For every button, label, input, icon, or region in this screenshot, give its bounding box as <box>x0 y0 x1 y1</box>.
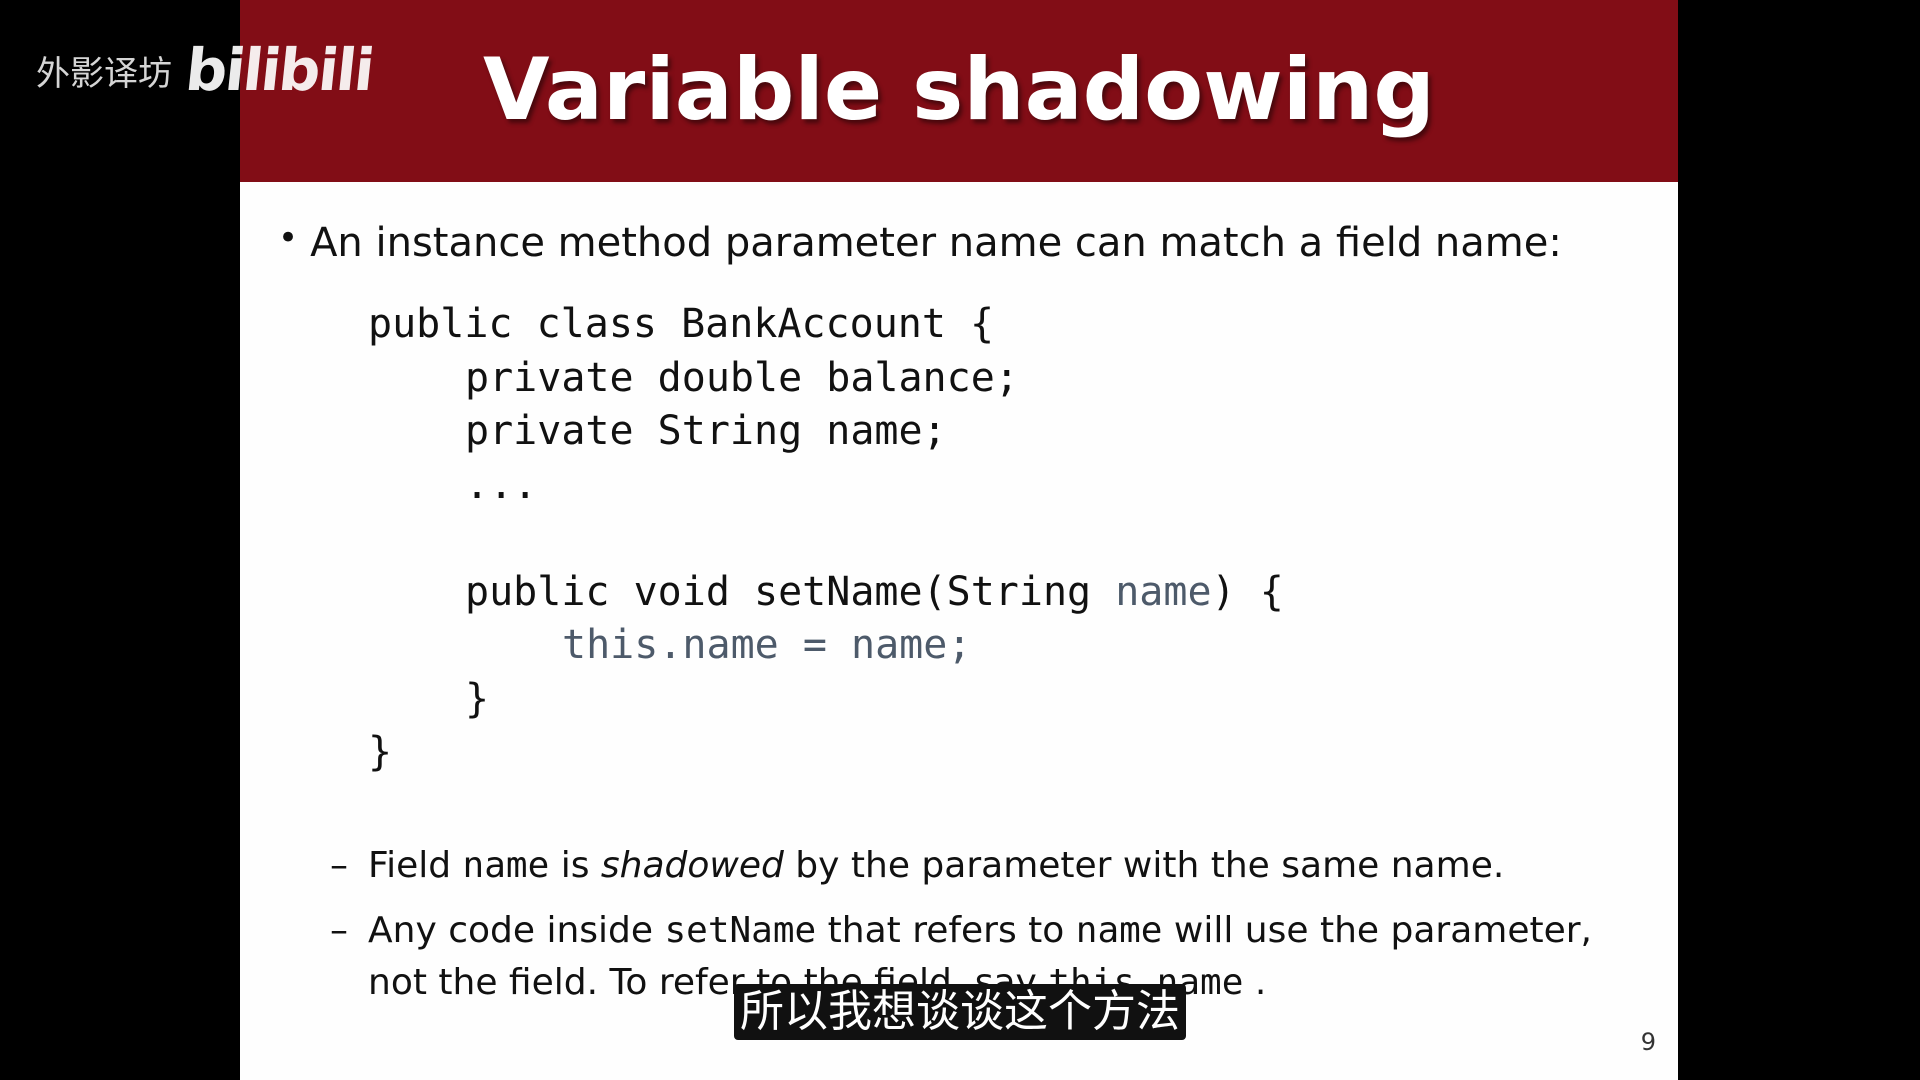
code-block: public class BankAccount { private doubl… <box>368 298 1284 780</box>
sub-bullet-1: – Field name is shadowed by the paramete… <box>330 840 1608 892</box>
text-segment: that refers to <box>816 910 1076 951</box>
text-segment: . <box>1243 962 1267 1003</box>
subtitle-text: 所以我想谈谈这个方法 <box>734 984 1186 1040</box>
watermark-text: 外影译坊 <box>36 53 172 94</box>
text-segment: Field <box>368 845 463 886</box>
inline-code: name <box>462 845 550 886</box>
code-line: ... <box>465 461 538 508</box>
sub-bullet-2: – Any code inside setName that refers to… <box>330 905 1608 1009</box>
sub-bullet-text: Any code inside setName that refers to n… <box>368 905 1608 1009</box>
code-line: } <box>368 729 393 775</box>
code-line-highlight: this.name = name; <box>562 622 972 668</box>
bilibili-logo: bilibili <box>182 36 376 104</box>
code-line: } <box>465 675 490 722</box>
main-bullet: • An instance method parameter name can … <box>278 218 1562 268</box>
text-segment: Any code inside <box>368 910 665 951</box>
slide: Variable shadowing • An instance method … <box>240 0 1678 1080</box>
slide-title: Variable shadowing <box>483 40 1435 140</box>
code-line: public class BankAccount { <box>368 301 995 347</box>
inline-code: setName <box>664 910 817 951</box>
title-bar: Variable shadowing <box>240 0 1678 182</box>
page-number: 9 <box>1640 1028 1656 1056</box>
video-subtitle: 所以我想谈谈这个方法 <box>0 984 1920 1040</box>
text-segment: by the parameter with the same name. <box>783 845 1505 886</box>
code-line: private double balance; <box>465 354 1019 401</box>
emphasis-text: shadowed <box>600 845 784 886</box>
code-segment: ) { <box>1211 568 1284 615</box>
dash-icon: – <box>330 910 348 951</box>
channel-watermark: 外影译坊 bilibili <box>36 36 376 104</box>
code-segment: public void setName(String <box>465 568 1116 615</box>
bullet-text: An instance method parameter name can ma… <box>310 220 1562 266</box>
bullet-dot-icon: • <box>278 218 299 258</box>
inline-code: name <box>1075 910 1163 951</box>
code-blank-line <box>368 512 1284 566</box>
dash-icon: – <box>330 845 348 886</box>
code-line: private String name; <box>465 408 947 454</box>
code-line: public void setName(String name) { <box>368 566 1284 620</box>
text-segment: is <box>549 845 601 886</box>
code-param-highlight: name <box>1115 568 1212 615</box>
sub-bullet-text: Field name is shadowed by the parameter … <box>368 840 1608 892</box>
